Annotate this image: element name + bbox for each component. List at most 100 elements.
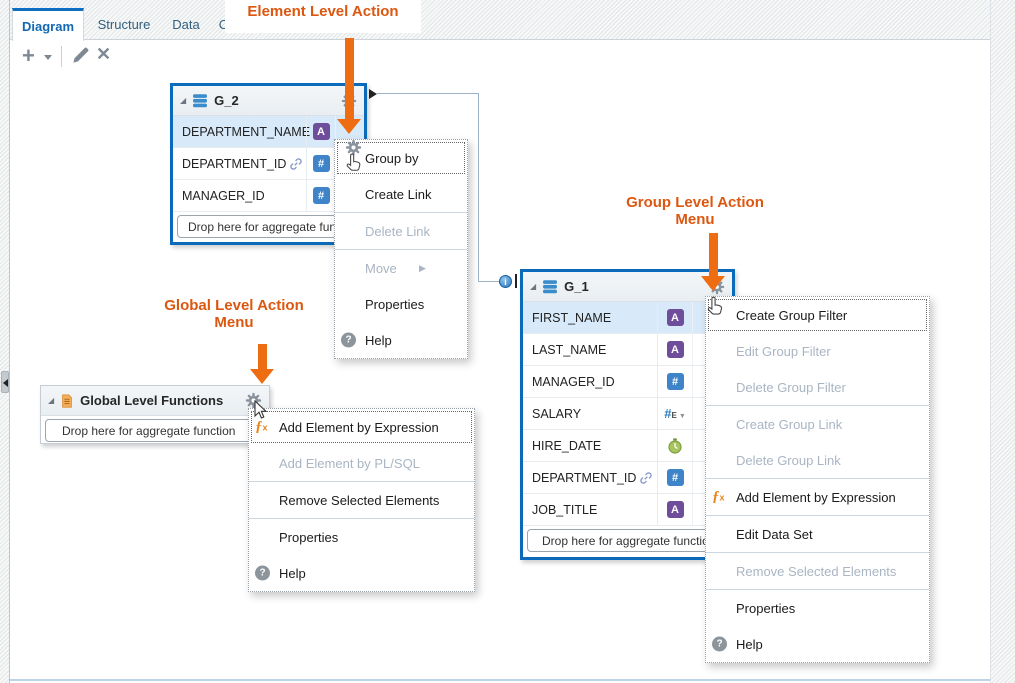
menu-item-label: Properties <box>279 529 339 545</box>
menu-item-group-by[interactable]: Group by <box>335 140 467 176</box>
panel-splitter-handle[interactable] <box>1 371 9 393</box>
collapse-triangle-icon[interactable]: ◢ <box>180 95 187 105</box>
menu-item-create-group-link[interactable]: Create Group Link <box>706 406 929 442</box>
connector-end-tick <box>515 274 517 288</box>
global-annotation-arrowhead <box>250 369 274 384</box>
left-collapsed-panel-strip[interactable] <box>0 0 10 683</box>
menu-item-move[interactable]: Move ▶ <box>335 250 467 286</box>
menu-item-add-element-by-plsql[interactable]: Add Element by PL/SQL <box>249 445 474 481</box>
group-g2-title: G_2 <box>214 93 239 108</box>
delete-button[interactable]: ✕ <box>96 44 112 64</box>
global-annotation-arrow <box>258 344 267 370</box>
collapse-triangle-icon[interactable]: ◢ <box>48 395 55 405</box>
menu-item-label: Create Group Link <box>736 416 843 432</box>
menu-item-label: Remove Selected Elements <box>279 492 440 508</box>
g2-aggregate-drop-zone[interactable]: Drop here for aggregate function <box>177 215 360 238</box>
menu-item-properties[interactable]: Properties <box>335 286 467 322</box>
element-row-last-name[interactable]: LAST_NAME A <box>523 334 732 366</box>
element-gear-cell <box>692 334 732 365</box>
menu-divider <box>706 589 929 590</box>
link-icon <box>290 157 303 170</box>
element-row-hire-date[interactable]: HIRE_DATE <box>523 430 732 462</box>
element-row-department-id[interactable]: DEPARTMENT_ID # <box>523 462 732 494</box>
global-aggregate-drop-zone[interactable]: Drop here for aggregate function <box>45 419 265 442</box>
add-dropdown-caret-icon[interactable] <box>44 55 52 60</box>
menu-item-label: Edit Group Filter <box>736 343 831 359</box>
menu-item-create-group-filter[interactable]: Create Group Filter <box>706 297 929 333</box>
global-level-functions-box[interactable]: ◢ Global Level Functions Drop here for a… <box>40 385 270 444</box>
menu-item-remove-selected-elements[interactable]: Remove Selected Elements <box>706 553 929 589</box>
text-type-icon: A <box>666 309 684 326</box>
hand-cursor <box>346 153 361 171</box>
tab-structure[interactable]: Structure <box>86 8 162 40</box>
element-row-first-name[interactable]: FIRST_NAME A <box>523 302 732 334</box>
element-name: DEPARTMENT_ID <box>532 470 637 485</box>
connector-start-arrow-icon <box>369 89 377 99</box>
menu-item-help[interactable]: ? Help <box>335 322 467 358</box>
menu-item-delete-group-link[interactable]: Delete Group Link <box>706 442 929 478</box>
menu-divider <box>706 405 929 406</box>
menu-item-label: Add Element by Expression <box>279 419 439 435</box>
element-name: MANAGER_ID <box>532 374 615 389</box>
menu-item-label: Add Element by PL/SQL <box>279 455 420 471</box>
menu-item-delete-group-filter[interactable]: Delete Group Filter <box>706 369 929 405</box>
menu-divider <box>706 478 929 479</box>
element-row-department-name[interactable]: DEPARTMENT_NAME A <box>173 116 364 148</box>
menu-item-properties[interactable]: Properties <box>706 590 929 626</box>
element-name: DEPARTMENT_ID <box>182 156 287 171</box>
menu-item-edit-data-set[interactable]: Edit Data Set <box>706 516 929 552</box>
element-row-manager-id[interactable]: MANAGER_ID # <box>173 180 364 212</box>
g1-aggregate-drop-zone[interactable]: Drop here for aggregate function <box>527 529 728 552</box>
menu-item-label: Help <box>736 636 763 652</box>
help-icon: ? <box>341 332 356 348</box>
element-level-annotation-box: Element Level Action <box>225 0 421 33</box>
connector-line <box>478 281 505 282</box>
text-type-icon: A <box>312 123 330 140</box>
menu-item-remove-selected-elements[interactable]: Remove Selected Elements <box>249 482 474 518</box>
menu-item-help[interactable]: ? Help <box>706 626 929 662</box>
element-actions-gear-icon[interactable] <box>345 139 362 156</box>
top-edge-strip <box>10 0 990 8</box>
group-annotation-arrowhead <box>701 276 725 291</box>
global-level-annotation: Global Level Action Menu <box>164 297 304 331</box>
element-row-job-title[interactable]: JOB_TITLE A <box>523 494 732 526</box>
aggregate-type-icon[interactable]: #E▼ <box>664 406 686 421</box>
tab-bar: Diagram Structure Data Co <box>10 8 990 41</box>
toolbar-divider <box>61 46 62 67</box>
menu-item-label: Edit Data Set <box>736 526 813 542</box>
element-row-manager-id[interactable]: MANAGER_ID # <box>523 366 732 398</box>
dataset-icon <box>193 93 208 107</box>
tab-data[interactable]: Data <box>162 8 210 40</box>
menu-divider <box>249 518 474 519</box>
right-edge-strip <box>990 0 1015 683</box>
link-info-icon[interactable]: i <box>499 275 512 288</box>
element-row-department-id[interactable]: DEPARTMENT_ID # <box>173 148 364 180</box>
group-level-menu: Create Group Filter Edit Group Filter De… <box>705 296 930 663</box>
edit-button[interactable] <box>71 46 90 70</box>
collapse-triangle-icon[interactable]: ◢ <box>530 281 537 291</box>
group-box-g1[interactable]: ◢ G_1 FIRST_NAME A LAST_NAME A MANAGER_I… <box>520 269 735 560</box>
number-type-icon: # <box>666 469 684 486</box>
menu-item-help[interactable]: ? Help <box>249 555 474 591</box>
add-button[interactable]: + <box>22 43 35 68</box>
element-annotation-arrow <box>345 38 354 120</box>
menu-item-edit-group-filter[interactable]: Edit Group Filter <box>706 333 929 369</box>
element-name: MANAGER_ID <box>182 188 265 203</box>
element-row-salary[interactable]: SALARY #E▼ <box>523 398 732 430</box>
element-name: JOB_TITLE <box>532 502 598 517</box>
tab-data-label: Data <box>172 16 200 32</box>
element-gear-cell <box>692 398 732 429</box>
menu-item-label: Delete Group Filter <box>736 379 846 395</box>
number-type-icon: # <box>312 155 330 172</box>
element-name: SALARY <box>532 406 582 421</box>
menu-item-properties[interactable]: Properties <box>249 519 474 555</box>
tab-diagram[interactable]: Diagram <box>12 8 84 41</box>
menu-item-delete-link[interactable]: Delete Link <box>335 213 467 249</box>
menu-item-create-link[interactable]: Create Link <box>335 176 467 212</box>
